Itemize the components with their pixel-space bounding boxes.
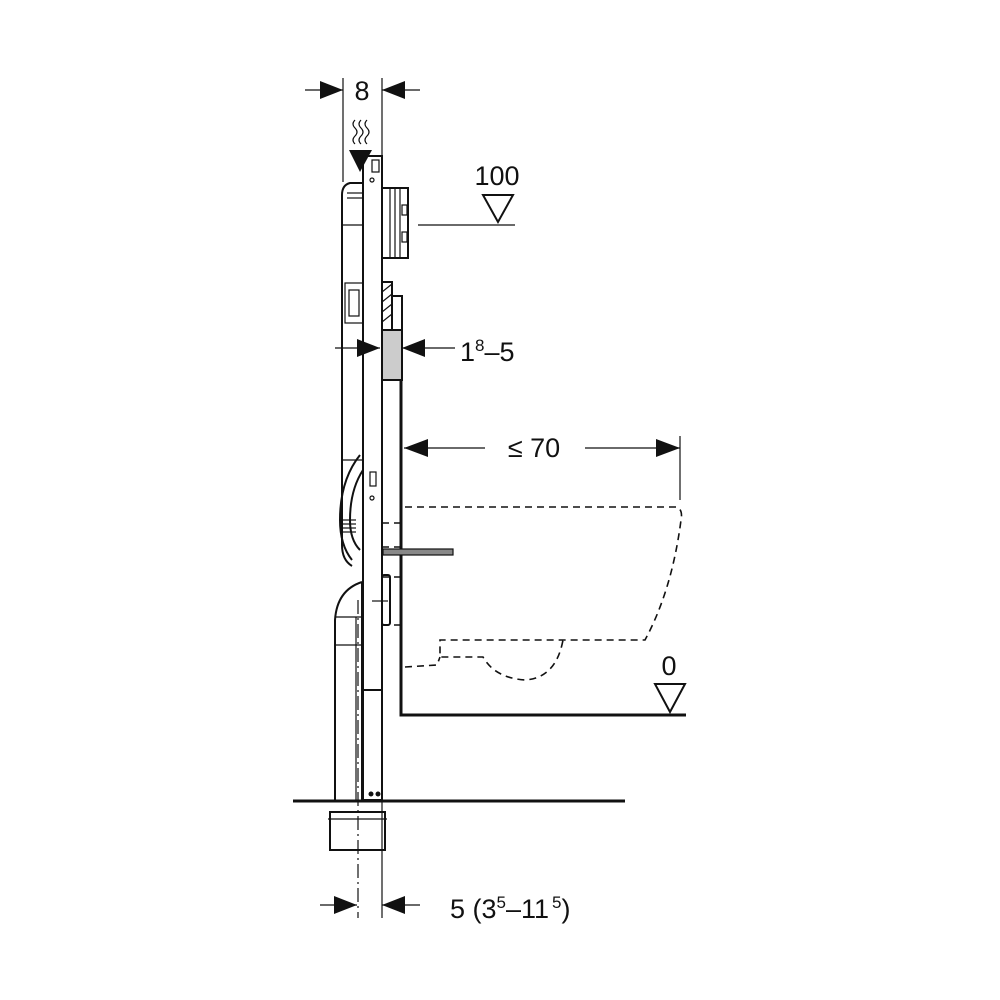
dimension-wall-thickness: 18–5 — [335, 336, 515, 367]
arrow-right-icon — [357, 339, 380, 357]
level-marker-0: 0 — [653, 651, 687, 715]
dimension-label-wall-thickness: 18–5 — [460, 336, 515, 367]
dimension-label-max-projection: ≤ 70 — [508, 433, 560, 463]
wall-board — [381, 281, 403, 381]
arrow-left-icon — [404, 439, 428, 457]
frame-rail — [362, 155, 383, 801]
arrow-left-icon — [382, 896, 405, 914]
arrow-right-icon — [656, 439, 680, 457]
arrow-right-icon — [320, 81, 343, 99]
bracket — [381, 574, 391, 626]
level-label-100: 100 — [474, 161, 519, 191]
dimension-frame-depth: 8 — [305, 76, 420, 182]
flush-plate — [381, 187, 409, 259]
finished-wall-line — [399, 380, 686, 717]
level-marker-100: 100 — [418, 161, 520, 226]
wall-hung-toilet-outline — [382, 506, 683, 681]
cistern — [338, 182, 364, 567]
level-triangle-icon — [653, 683, 687, 715]
fixing-bolt — [382, 548, 454, 556]
arrow-right-icon — [334, 896, 357, 914]
dimension-label-8: 8 — [354, 76, 369, 106]
water-inlet-icon — [349, 119, 372, 172]
arrow-left-icon — [382, 81, 405, 99]
drain-pipe — [334, 581, 381, 800]
dimension-max-projection: ≤ 70 — [404, 433, 681, 500]
level-label-0: 0 — [661, 651, 676, 681]
arrow-left-icon — [402, 339, 425, 357]
level-triangle-icon — [481, 194, 515, 225]
